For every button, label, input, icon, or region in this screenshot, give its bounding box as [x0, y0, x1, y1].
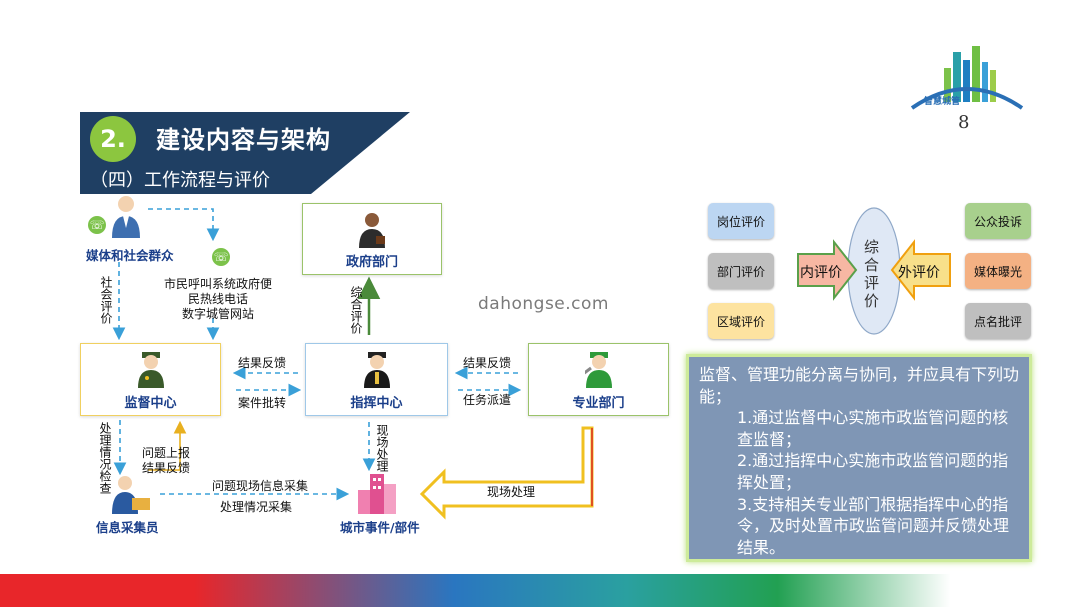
city-buildings-icon — [358, 474, 396, 514]
city-logo-icon — [910, 46, 1024, 110]
edge-handle-check: 处理情况检查 — [98, 422, 112, 494]
info-item-2: 2.通过指挥中心实施市政监管问题的指挥处置； — [737, 451, 1009, 492]
info-intro: 监督、管理功能分离与协同，并应具有下列功能； — [699, 365, 1020, 406]
commander-person-icon — [363, 352, 390, 388]
edge-info-collect: 问题现场信息采集 — [212, 479, 309, 493]
edge-result-feedback-1: 结果反馈 — [238, 356, 287, 370]
eval-left-2: 部门评价 — [708, 253, 774, 289]
eval-right-2: 媒体曝光 — [965, 253, 1031, 289]
node-city-label: 城市事件/部件 — [340, 520, 420, 535]
edge-case-approval: 案件批转 — [238, 396, 287, 410]
edge-task-dispatch: 任务派遣 — [463, 393, 512, 407]
node-supervise-label: 监督中心 — [124, 396, 177, 411]
edge-hotline: 市民呼叫系统政府便 民热线电话 数字城管网站 — [164, 277, 272, 322]
page-title: 建设内容与架构 — [156, 126, 331, 154]
watermark: dahongse.com — [478, 294, 609, 314]
collector-person-icon — [112, 476, 150, 514]
hotline-line-2: 民热线电话 — [188, 292, 249, 306]
edge-social-eval: 社会评价 — [99, 276, 113, 324]
phone-icon: ☏ — [88, 216, 106, 234]
worker-person-icon — [584, 352, 612, 388]
node-command: 指挥中心 — [305, 343, 448, 416]
official-person-icon — [359, 213, 385, 248]
info-item-3: 3.支持相关专业部门根据指挥中心的指令，及时处置市政监管问题并反馈处理结果。 — [737, 494, 1010, 557]
bottom-color-bar — [0, 574, 1080, 607]
phone-icon: ☏ — [212, 248, 230, 266]
node-collector-label: 信息采集员 — [96, 520, 159, 535]
edge-report-feedback: 问题上报 结果反馈 — [142, 446, 190, 476]
report-line-2: 结果反馈 — [142, 461, 191, 475]
section-number: 2. — [90, 116, 136, 162]
edge-onsite-handle-h: 现场处理 — [487, 485, 536, 499]
report-line-1: 问题上报 — [142, 446, 191, 460]
eval-right-1: 公众投诉 — [965, 203, 1031, 239]
info-item-1: 1.通过监督中心实施市政监管问题的核查监督； — [737, 408, 1009, 449]
node-command-label: 指挥中心 — [350, 396, 403, 411]
hotline-line-3: 数字城管网站 — [182, 307, 255, 321]
node-dept-label: 专业部门 — [572, 396, 625, 411]
page-subtitle: （四）工作流程与评价 — [90, 170, 270, 191]
eval-outer-label: 外评价 — [898, 265, 940, 281]
eval-center-label: 综合评价 — [864, 238, 880, 310]
edge-handle-collect: 处理情况采集 — [220, 500, 293, 514]
info-panel: 监督、管理功能分离与协同，并应具有下列功能； 1.通过监督中心实施市政监管问题的… — [686, 354, 1032, 562]
page-number: 8 — [958, 112, 970, 133]
citizen-person-icon — [112, 196, 140, 238]
node-gov-label: 政府部门 — [345, 255, 398, 270]
eval-left-3: 区域评价 — [708, 303, 774, 339]
node-media-label: 媒体和社会群众 — [86, 248, 174, 263]
edge-comprehensive-eval: 综合评价 — [349, 286, 363, 334]
node-supervise: 监督中心 — [80, 343, 221, 416]
node-gov: 政府部门 — [302, 203, 442, 275]
eval-right-3: 点名批评 — [965, 303, 1031, 339]
flow-connectors — [112, 208, 594, 520]
edge-result-feedback-2: 结果反馈 — [463, 356, 512, 370]
eval-inner-label: 内评价 — [800, 265, 842, 281]
eval-arrows — [797, 207, 951, 335]
logo-text: 智慧城管 — [924, 97, 961, 107]
inspector-person-icon — [137, 352, 164, 388]
edge-onsite-handle-v: 现场处理 — [375, 424, 389, 472]
hotline-line-1: 市民呼叫系统政府便 — [164, 277, 273, 291]
node-dept: 专业部门 — [528, 343, 669, 416]
eval-left-1: 岗位评价 — [708, 203, 774, 239]
